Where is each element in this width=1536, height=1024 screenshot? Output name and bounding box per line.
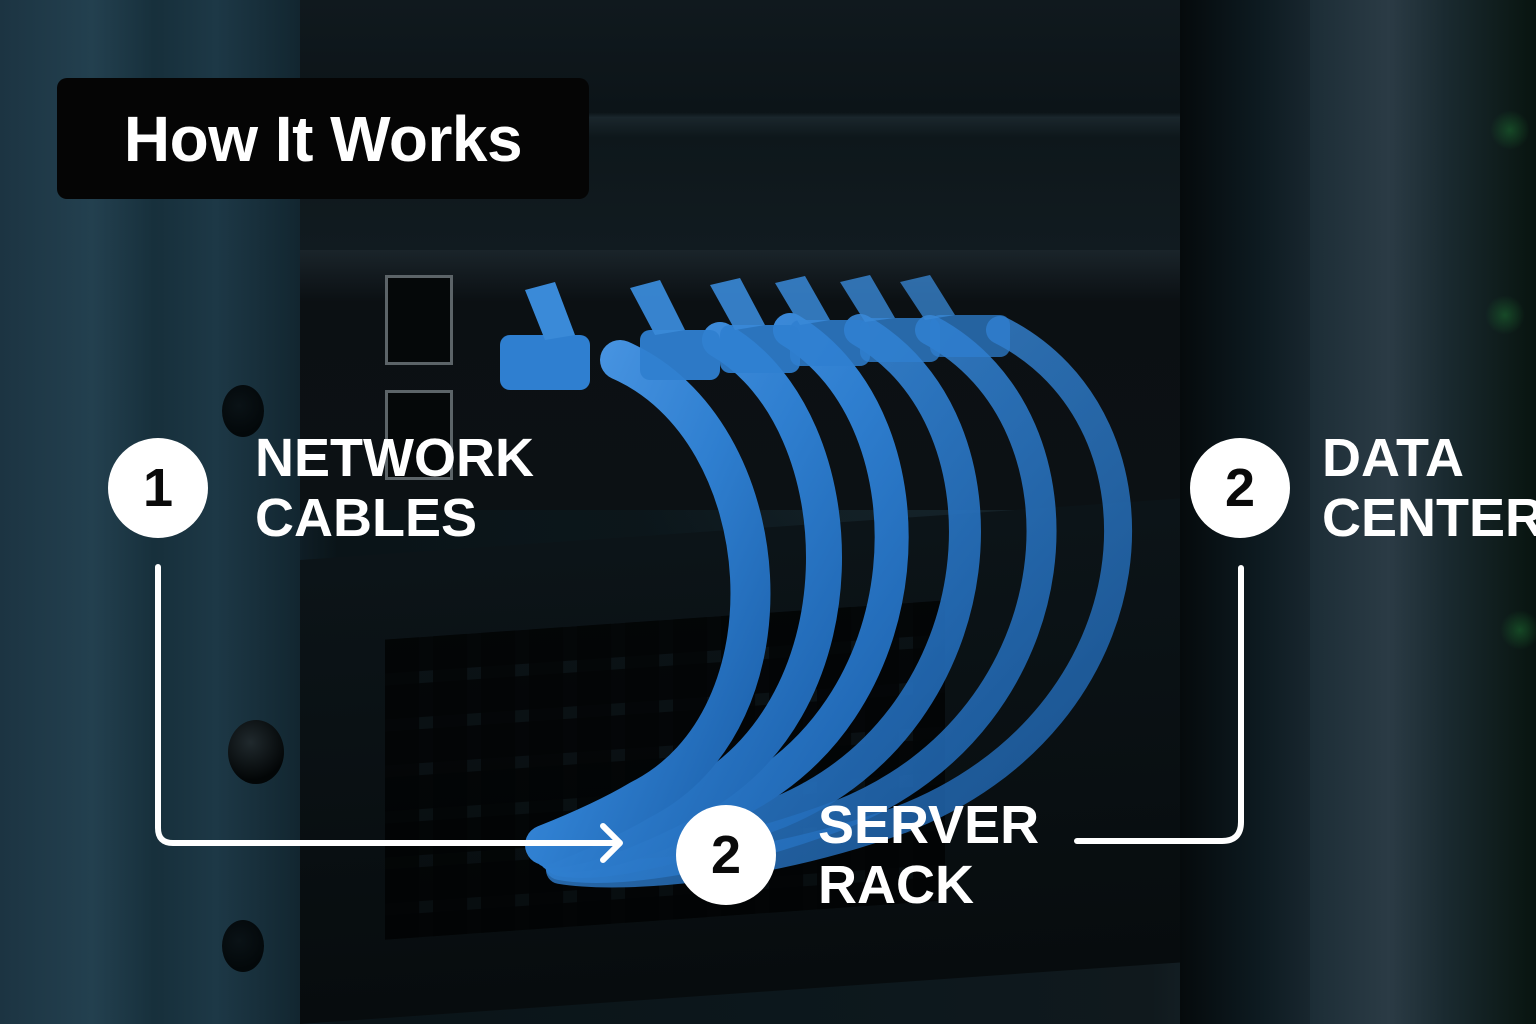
status-led	[1490, 110, 1530, 150]
step-number-badge: 1	[108, 438, 208, 538]
step-network-cables: 1 NETWORK CABLES	[108, 428, 534, 548]
switch-ports	[385, 275, 1175, 490]
cable-boot	[790, 320, 870, 366]
cable-boot	[860, 318, 940, 362]
cable-clip	[710, 278, 765, 330]
cable-boot	[930, 315, 1010, 357]
step-label-line1: NETWORK	[255, 428, 534, 488]
step-number: 2	[1224, 458, 1256, 518]
ethernet-port	[385, 390, 453, 480]
step-label-line2: CABLES	[255, 488, 478, 548]
ethernet-port	[385, 275, 453, 365]
cable-clip	[630, 280, 685, 335]
background-rack-blurred	[1310, 0, 1536, 1024]
cable-clip	[525, 282, 575, 340]
step-label: SERVER RACK	[818, 795, 1039, 915]
cable-boot	[640, 330, 720, 380]
step-number-badge: 2	[676, 805, 776, 905]
step-label-line1: DATA	[1322, 428, 1464, 488]
step-label-line2: CENTER	[1322, 488, 1536, 548]
title-banner: How It Works	[57, 78, 589, 199]
rack-mount-hole	[222, 385, 264, 437]
status-led	[1485, 295, 1525, 335]
cable-boot	[500, 335, 590, 390]
cable-clip	[900, 275, 955, 320]
step-label-line1: SERVER	[818, 795, 1040, 855]
step-number-badge: 2	[1190, 438, 1290, 538]
step-data-center: 2 DATA CENTER	[1190, 428, 1536, 548]
rack-mount-hole	[222, 920, 264, 972]
step-label-line2: RACK	[818, 855, 974, 915]
step-number: 1	[142, 458, 174, 518]
status-led	[1500, 610, 1536, 650]
cable-clip	[775, 276, 830, 325]
step-label: DATA CENTER	[1322, 428, 1536, 548]
cable-clip	[840, 275, 895, 322]
page-title: How It Works	[123, 102, 523, 175]
cable-boot	[720, 325, 800, 373]
step-label: NETWORK CABLES	[255, 428, 534, 548]
step-server-rack: 2 SERVER RACK	[676, 795, 1039, 915]
step-number: 2	[710, 825, 742, 885]
